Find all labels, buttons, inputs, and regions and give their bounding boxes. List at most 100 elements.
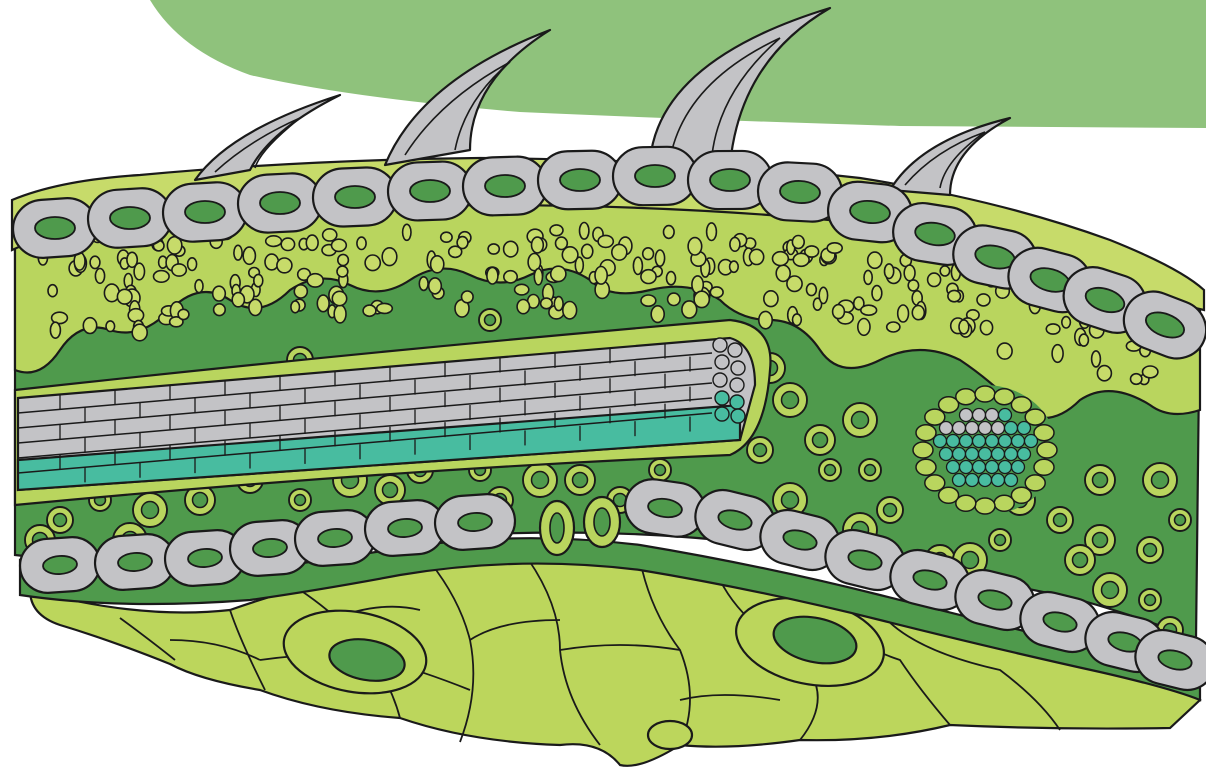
cell-lumen	[1144, 544, 1157, 557]
sheath-cell	[1034, 459, 1054, 475]
transverse-vascular-bundle	[913, 385, 1057, 515]
sheath-cell	[975, 498, 995, 514]
chloroplast	[1079, 334, 1088, 346]
chloroplast	[776, 265, 790, 281]
vascular-cell	[973, 435, 986, 448]
vascular-cell	[979, 422, 992, 435]
chloroplast	[827, 243, 842, 253]
chloroplast	[334, 305, 346, 323]
chloroplast	[633, 257, 642, 274]
chloroplast	[306, 235, 318, 250]
vascular-cell	[960, 461, 973, 474]
chloroplast	[655, 250, 664, 266]
chloroplast	[764, 291, 778, 307]
chloroplast	[551, 266, 566, 281]
chloroplast	[403, 224, 411, 240]
chloroplast	[885, 264, 894, 279]
trichome	[890, 118, 1010, 195]
chloroplast	[294, 285, 307, 298]
chloroplast	[887, 322, 900, 332]
cell-lumen	[1145, 595, 1156, 606]
sheath-cell	[1011, 397, 1031, 413]
chloroplast	[363, 305, 376, 316]
chloroplast	[332, 291, 346, 305]
nucleus	[335, 186, 375, 208]
cell-lumen	[995, 535, 1006, 546]
cell-lumen	[655, 465, 666, 476]
cell-lumen	[1175, 515, 1186, 526]
chloroplast	[462, 291, 474, 303]
chloroplast	[106, 321, 115, 332]
cell-lumen	[485, 315, 496, 326]
chloroplast	[277, 258, 292, 273]
cell-lumen	[1152, 472, 1169, 489]
vascular-cell	[999, 461, 1012, 474]
tissue-cell	[648, 721, 692, 749]
end-cell	[715, 391, 729, 405]
chloroplast	[773, 252, 789, 266]
vascular-cell	[953, 422, 966, 435]
chloroplast	[793, 253, 809, 266]
vascular-cell	[934, 435, 947, 448]
cell-lumen	[193, 493, 208, 508]
chloroplast	[928, 273, 941, 286]
guard-cell-lumen	[594, 508, 610, 536]
sheath-cell	[916, 425, 936, 441]
nucleus	[185, 201, 225, 223]
end-cell	[715, 407, 729, 421]
chloroplast	[48, 285, 57, 297]
vascular-cell	[940, 422, 953, 435]
chloroplast	[117, 289, 132, 304]
chloroplast	[127, 252, 137, 267]
chloroplast	[382, 248, 397, 266]
chloroplast	[154, 271, 170, 283]
end-cell	[731, 409, 745, 423]
vascular-cell	[947, 435, 960, 448]
cell-lumen	[782, 392, 799, 409]
cell-lumen	[1073, 553, 1088, 568]
cell-lumen	[1102, 582, 1119, 599]
chloroplast	[232, 293, 244, 307]
chloroplast	[562, 247, 578, 263]
chloroplast	[249, 299, 262, 315]
cell-lumen	[1054, 514, 1067, 527]
sheath-cell	[1025, 475, 1045, 491]
chloroplast	[83, 318, 96, 334]
cell-lumen	[383, 483, 398, 498]
chloroplast	[833, 305, 845, 319]
end-cell	[715, 355, 729, 369]
chloroplast	[254, 274, 263, 286]
sheath-cell	[1037, 442, 1057, 458]
vascular-cell	[1005, 474, 1018, 487]
cell-lumen	[142, 502, 159, 519]
cell-lumen	[295, 495, 306, 506]
chloroplast	[214, 304, 226, 316]
cell-lumen	[782, 492, 799, 509]
chloroplast	[580, 223, 589, 240]
nucleus	[410, 180, 450, 202]
vascular-cell	[992, 422, 1005, 435]
end-cell	[731, 361, 745, 375]
chloroplast	[664, 226, 675, 239]
sheath-cell	[975, 386, 995, 402]
vascular-cell	[999, 409, 1012, 422]
sheath-cell	[916, 459, 936, 475]
nucleus	[560, 169, 600, 191]
vascular-cell	[966, 422, 979, 435]
vascular-cell	[1005, 422, 1018, 435]
sheath-cell	[925, 475, 945, 491]
cell-lumen	[573, 473, 588, 488]
chloroplast	[868, 252, 882, 268]
chloroplast	[195, 280, 203, 293]
vascular-cell	[973, 409, 986, 422]
chloroplast	[365, 255, 380, 271]
chloroplast	[291, 301, 300, 313]
chloroplast	[977, 294, 990, 306]
chloroplast	[563, 302, 577, 319]
chloroplast	[487, 267, 498, 284]
vascular-cell	[1012, 435, 1025, 448]
chloroplast	[750, 249, 764, 264]
chloroplast	[959, 320, 969, 334]
chloroplast	[730, 237, 740, 251]
chloroplast	[912, 306, 924, 320]
